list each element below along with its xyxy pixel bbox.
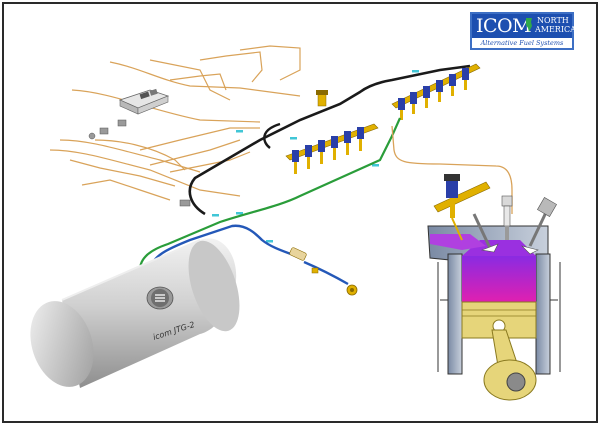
multivalve xyxy=(146,286,174,310)
injector-feed-line xyxy=(391,125,513,214)
lpg-tank xyxy=(30,238,240,388)
pressure-sensor xyxy=(316,90,328,107)
injector xyxy=(410,92,417,114)
injector xyxy=(305,145,312,169)
intake-port xyxy=(430,234,486,250)
injector xyxy=(292,150,299,174)
reducer-connector xyxy=(311,267,319,274)
injector xyxy=(318,140,325,164)
north-america-map-icon xyxy=(526,18,532,32)
fill-valve xyxy=(346,284,358,296)
exhaust-valve xyxy=(521,197,557,255)
injector xyxy=(398,98,405,120)
wire-connector xyxy=(88,119,191,207)
injector xyxy=(436,80,443,102)
logo-region-line2: AMERICA xyxy=(535,25,576,34)
ecu-control-unit xyxy=(118,88,170,115)
connecting-rod xyxy=(483,329,537,401)
green-fuel-line xyxy=(138,117,402,291)
logo-banner: ICOM NORTH AMERICA xyxy=(472,14,576,38)
logo-region-line1: NORTH xyxy=(537,16,569,25)
wiring-harness xyxy=(49,45,301,201)
injector xyxy=(449,74,456,96)
manifold-injector xyxy=(433,174,491,241)
injector xyxy=(331,136,338,160)
blue-fill-line xyxy=(148,224,297,290)
injector xyxy=(462,68,469,90)
logo-brand: ICOM xyxy=(476,15,532,37)
icom-logo: ICOM NORTH AMERICA Alternative Fuel Syst… xyxy=(470,12,576,50)
logo-tagline: Alternative Fuel Systems xyxy=(480,39,564,47)
hose-clamp xyxy=(212,70,419,243)
spark-plug xyxy=(501,195,513,240)
intake-valve xyxy=(472,213,499,253)
injector xyxy=(344,131,351,155)
injector xyxy=(357,127,364,151)
gas-filter xyxy=(289,247,307,261)
injector xyxy=(423,86,430,108)
black-gas-line xyxy=(188,64,471,216)
